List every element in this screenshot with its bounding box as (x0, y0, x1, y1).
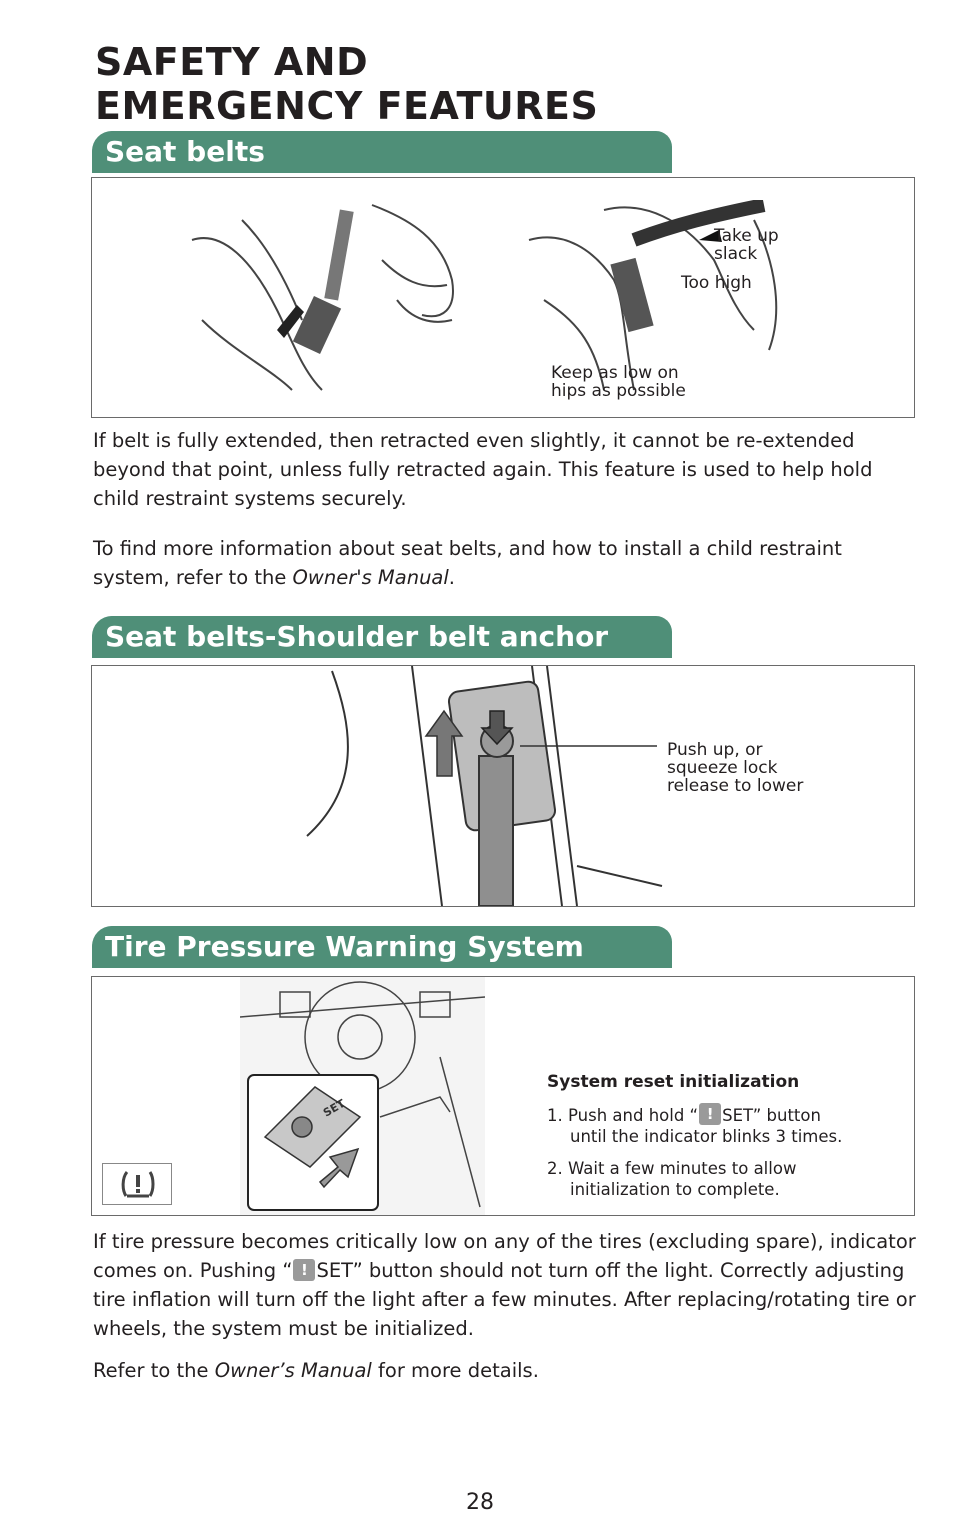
push-up-line-3: release to lower (667, 776, 804, 796)
tire-pressure-warning-icon (121, 1171, 155, 1198)
seat-belts-paragraph-2: To find more information about seat belt… (93, 534, 913, 592)
page-number: 28 (466, 1490, 494, 1515)
tpms-para2-text: Refer to the (93, 1359, 215, 1382)
para2-end: . (448, 566, 455, 589)
lap-belt-illustration (528, 200, 778, 391)
tpms-heading: Tire Pressure Warning System reset (92, 926, 672, 968)
dashboard-illustration: SET (240, 977, 485, 1215)
push-up-line-2: squeeze lock (667, 758, 778, 778)
tpms-set-icon (699, 1103, 722, 1125)
tpms-indicator-box (102, 1163, 172, 1205)
shoulder-anchor-illustration (306, 666, 663, 906)
seat-belts-paragraph-1: If belt is fully extended, then retracte… (93, 429, 873, 510)
page-title-line-1: SAFETY AND (95, 40, 369, 84)
para2-text: To find more information about seat belt… (93, 537, 842, 589)
take-up-line-2: slack (714, 244, 758, 264)
shoulder-anchor-panel: Push up, or squeeze lock release to lowe… (91, 665, 915, 907)
steps-title: System reset initialization (547, 1072, 800, 1092)
push-up-label: Push up, or squeeze lock release to lowe… (667, 741, 803, 795)
keep-low-line-1: Keep as low on (551, 363, 679, 383)
step-2-number: 2. (547, 1159, 563, 1178)
step-2-line-2: initialization to complete. (570, 1180, 780, 1199)
tpms-set-icon-inline (293, 1259, 316, 1281)
tpms-para-text: If tire pressure becomes critically low … (93, 1230, 916, 1282)
take-up-line-1: Take up (714, 226, 779, 246)
tpms-paragraph-2: Refer to the Owner’s Manual for more det… (93, 1356, 913, 1385)
take-up-slack-label: Take up slack (714, 227, 779, 263)
tpms-para2-end: for more details. (371, 1359, 539, 1382)
tpms-paragraph-1: If tire pressure becomes critically low … (93, 1227, 918, 1343)
keep-low-line-2: hips as possible (551, 381, 686, 401)
seat-belts-heading: Seat belts (92, 131, 672, 173)
step-1-number: 1. (547, 1106, 563, 1125)
owners-manual-ref: Owner's Manual (292, 566, 449, 589)
step-2: 2. Wait a few minutes to allow initializ… (547, 1158, 796, 1200)
keep-low-label: Keep as low on hips as possible (551, 364, 686, 400)
buckle-illustration (191, 204, 454, 391)
owners-manual-ref-2: Owner’s Manual (214, 1359, 372, 1382)
page-title: SAFETY AND EMERGENCY FEATURES (95, 40, 598, 128)
step-1-text-end: SET” button (722, 1106, 821, 1125)
seat-belts-illustration-panel: Take up slack Too high Keep as low on hi… (91, 177, 915, 418)
step-1: 1. Push and hold “ SET” button until the … (547, 1103, 842, 1147)
tpms-para-text-end: SET” button should not turn off the ligh… (93, 1259, 916, 1340)
step-1-line-2: until the indicator blinks 3 times. (570, 1127, 843, 1146)
too-high-label: Too high (681, 273, 752, 293)
push-up-line-1: Push up, or (667, 740, 763, 760)
tpms-panel: SET System reset initialization 1. Push … (91, 976, 915, 1216)
step-2-line-1: Wait a few minutes to allow (568, 1159, 797, 1178)
step-1-text: Push and hold “ (568, 1106, 699, 1125)
page-title-line-2: EMERGENCY FEATURES (95, 84, 599, 128)
shoulder-anchor-heading: Seat belts-Shoulder belt anchor (92, 616, 672, 658)
